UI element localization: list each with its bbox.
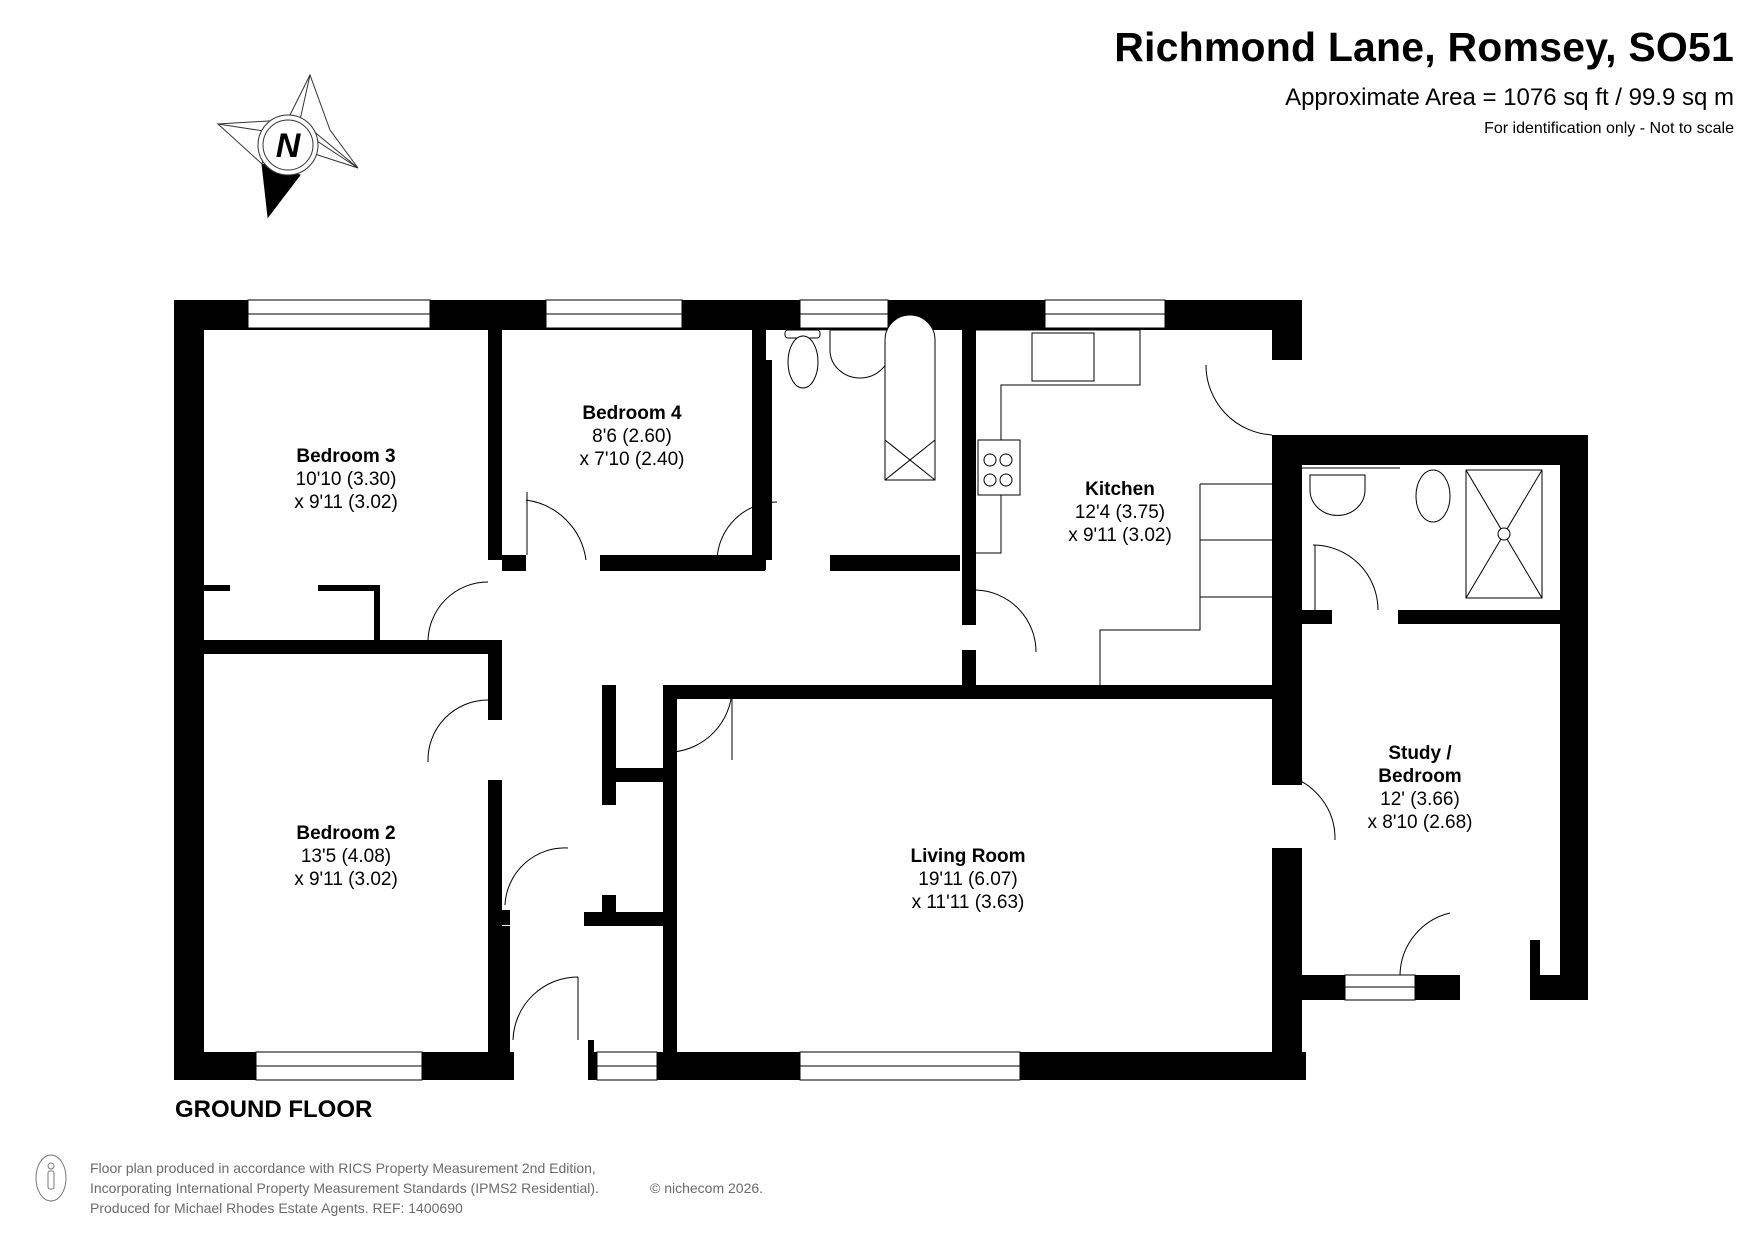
compass-north-label: N [276, 127, 302, 165]
property-title: Richmond Lane, Romsey, SO51 [1114, 24, 1734, 70]
fixtures [784, 314, 1543, 685]
door-swings [427, 364, 1451, 1041]
floor-label: GROUND FLOOR [175, 1096, 373, 1123]
compass-rose-icon: N [216, 73, 359, 219]
room-bedroom-2: Bedroom 2 13'5 (4.08) x 9'11 (3.02) [294, 823, 398, 890]
approximate-area: Approximate Area = 1076 sq ft / 99.9 sq … [1285, 84, 1734, 111]
windows [247, 299, 1416, 1081]
scale-disclaimer: For identification only - Not to scale [1484, 120, 1734, 137]
copyright: © nichecom 2026. [650, 1180, 764, 1196]
info-person-icon [35, 1154, 67, 1202]
room-kitchen: Kitchen 12'4 (3.75) x 9'11 (3.02) [1068, 479, 1172, 546]
room-bedroom-4: Bedroom 4 8'6 (2.60) x 7'10 (2.40) [579, 403, 685, 470]
walls [174, 300, 1588, 1080]
room-bedroom-3: Bedroom 3 10'10 (3.30) x 9'11 (3.02) [294, 446, 398, 513]
room-study-bedroom: Study / Bedroom 12' (3.66) x 8'10 (2.68) [1367, 743, 1473, 833]
footer-notes: Floor plan produced in accordance with R… [90, 1160, 764, 1216]
room-living-room: Living Room 19'11 (6.07) x 11'11 (3.63) [910, 846, 1026, 913]
